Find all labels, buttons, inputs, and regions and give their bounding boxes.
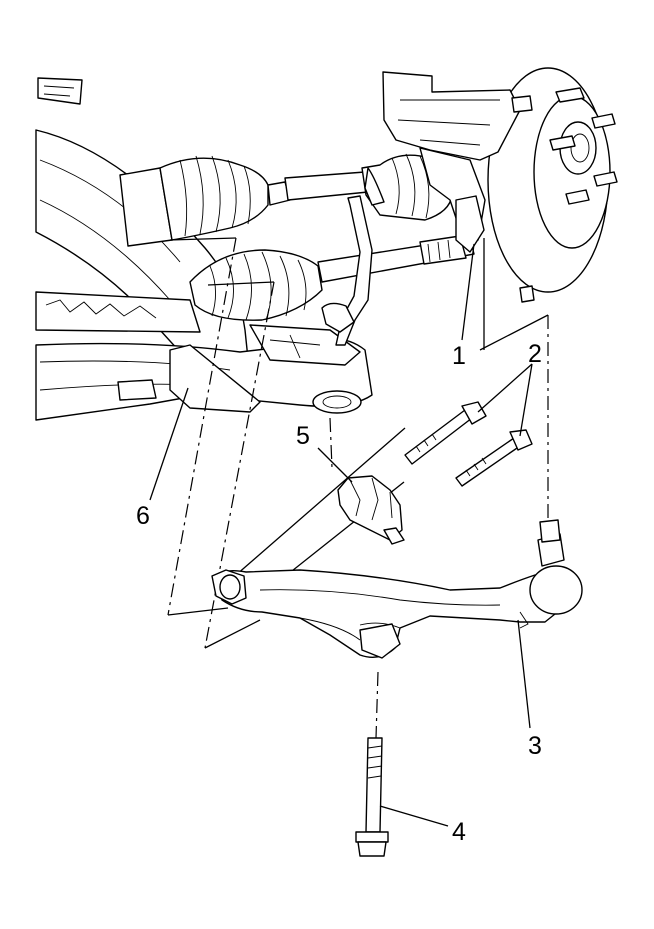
callout-leaders	[149, 243, 533, 827]
vertical-bolt	[355, 737, 389, 857]
callout-3: 3	[528, 732, 542, 760]
callout-2: 2	[528, 340, 542, 368]
callout-5: 5	[296, 422, 310, 450]
callout-1: 1	[452, 342, 466, 370]
steering-knuckle-hub	[382, 67, 618, 303]
subframe	[35, 77, 373, 421]
brake-line	[321, 195, 373, 346]
callout-labels: 1 2 3 4 5 6	[136, 340, 542, 846]
drive-axle	[119, 153, 453, 247]
lower-control-arm	[211, 519, 583, 659]
callout-4: 4	[452, 818, 466, 846]
bushing-bracket	[337, 475, 405, 545]
callout-6: 6	[136, 502, 150, 530]
mounting-bolts	[404, 401, 533, 487]
